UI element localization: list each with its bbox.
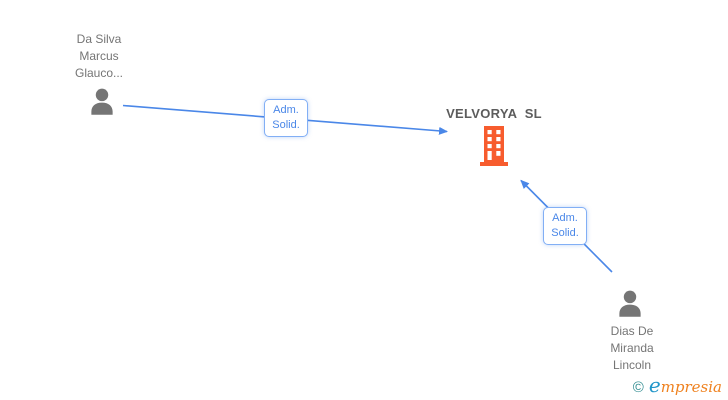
node-person-da-silva[interactable] <box>85 85 119 119</box>
edge-label-line: Solid. <box>272 119 300 131</box>
building-icon <box>480 126 508 166</box>
person-name-dias-de-miranda: Dias De Miranda Lincoln <box>562 323 702 374</box>
person-icon <box>619 290 641 317</box>
edge-label-adm-solid-1[interactable]: Adm. Solid. <box>264 99 308 137</box>
edge-label-line: Solid. <box>551 227 579 239</box>
empresia-watermark: © e mpresia <box>632 373 722 397</box>
copyright-icon: © <box>632 379 644 396</box>
person-name-line: Dias De <box>610 324 654 338</box>
person-name-line: Miranda <box>610 341 654 355</box>
person-icon <box>91 88 113 115</box>
node-person-dias-de-miranda[interactable] <box>613 287 647 321</box>
person-name-line: Marcus <box>79 49 119 63</box>
watermark-brand-rest: mpresia <box>660 378 722 396</box>
person-name-line: Lincoln <box>612 358 652 372</box>
edge-label-line: Adm. <box>273 104 299 116</box>
person-name-da-silva: Da Silva Marcus Glauco... <box>29 31 169 82</box>
edge-label-adm-solid-2[interactable]: Adm. Solid. <box>543 207 587 245</box>
company-name: VELVORYA SL <box>446 106 542 121</box>
watermark-brand-initial: e <box>648 373 661 397</box>
node-company-velvorya[interactable] <box>477 126 511 166</box>
person-name-line: Da Silva <box>76 32 122 46</box>
person-name-line: Glauco... <box>74 66 124 80</box>
edge-label-line: Adm. <box>552 212 578 224</box>
